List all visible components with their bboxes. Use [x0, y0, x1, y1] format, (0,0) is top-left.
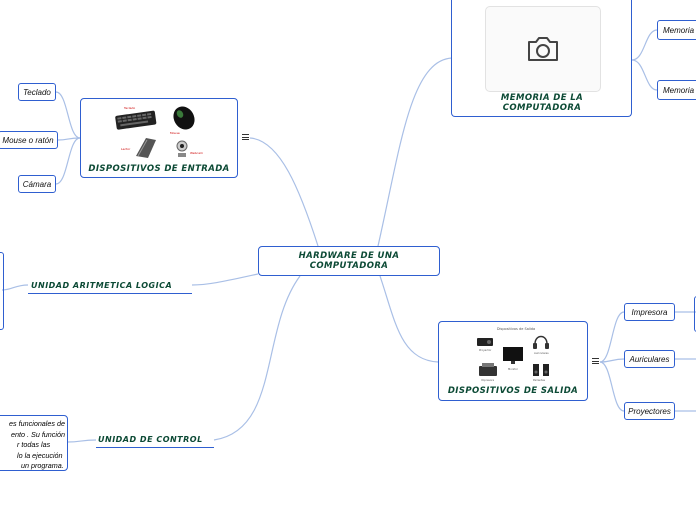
control-note-line-5: un programa.: [21, 461, 64, 470]
control-note-line-2: ento . Su función: [11, 429, 65, 439]
output-devices-image: Dispositivos de Salida Proyector Auricul…: [477, 327, 549, 382]
svg-text:Webcam: Webcam: [190, 151, 203, 155]
entrada-node[interactable]: Teclado Mouse Lector Webcam DISPOSITIVOS…: [80, 98, 238, 178]
entrada-menu-icon[interactable]: [242, 134, 249, 140]
entrada-child-teclado[interactable]: Teclado: [18, 83, 56, 101]
central-node-label: HARDWARE DE UNA COMPUTADORA: [298, 251, 400, 271]
alu-collapsed-box: [0, 252, 4, 330]
control-note-line-1: es funcionales de: [9, 419, 65, 428]
svg-text:Proyector: Proyector: [479, 348, 492, 352]
memoria-child-secundaria[interactable]: Memoria S: [657, 80, 696, 100]
entrada-child-camara[interactable]: Cámara: [18, 175, 56, 193]
control-note-line-3: r todas las: [17, 440, 51, 449]
salida-menu-icon[interactable]: [592, 358, 599, 364]
control-title[interactable]: UNIDAD DE CONTROL: [98, 435, 203, 444]
salida-child-auriculares-label: Auriculares: [629, 354, 670, 364]
entrada-child-mouse[interactable]: Mouse o ratón: [0, 131, 58, 149]
svg-text:Auriculares: Auriculares: [534, 351, 549, 355]
svg-text:Teclado: Teclado: [123, 106, 135, 110]
svg-text:Impresora: Impresora: [481, 378, 495, 382]
control-note[interactable]: es funcionales de ento . Su función r to…: [0, 415, 68, 471]
salida-child-impresora[interactable]: Impresora: [624, 303, 675, 321]
salida-title: DISPOSITIVOS DE SALIDA: [447, 386, 579, 396]
control-underline: [96, 447, 214, 449]
svg-text:Mouse: Mouse: [170, 131, 180, 135]
salida-child-proyectores[interactable]: Proyectores: [624, 402, 675, 420]
entrada-title: DISPOSITIVOS DE ENTRADA: [88, 164, 230, 174]
entrada-child-camara-label: Cámara: [22, 179, 52, 189]
control-note-line-4: lo la ejecución: [17, 450, 63, 460]
central-node[interactable]: HARDWARE DE UNA COMPUTADORA: [258, 246, 440, 276]
input-devices-image: Teclado Mouse Lector Webcam: [115, 106, 203, 158]
salida-child-auriculares[interactable]: Auriculares: [624, 350, 675, 368]
svg-text:Parlantes: Parlantes: [533, 378, 546, 382]
salida-image-caption: Dispositivos de Salida: [497, 327, 535, 331]
salida-child-proyectores-label: Proyectores: [628, 406, 671, 416]
salida-child-impresora-label: Impresora: [631, 307, 668, 317]
svg-text:Monitor: Monitor: [508, 367, 519, 371]
svg-text:Lector: Lector: [121, 147, 131, 151]
entrada-child-teclado-label: Teclado: [23, 87, 51, 97]
memoria-child-secundaria-label: Memoria S: [663, 85, 696, 95]
alu-underline: [28, 293, 192, 295]
memoria-child-principal[interactable]: Memoria P: [657, 20, 696, 40]
memoria-title: MEMORIA DE LA COMPUTADORA: [500, 93, 584, 113]
camera-icon: [528, 37, 558, 61]
alu-title[interactable]: UNIDAD ARITMETICA LOGICA: [31, 281, 173, 290]
salida-node[interactable]: Dispositivos de Salida Proyector Auricul…: [438, 321, 588, 401]
memoria-node[interactable]: MEMORIA DE LA COMPUTADORA: [451, 0, 632, 117]
impresora-collapsed-box: [694, 296, 696, 332]
memoria-child-principal-label: Memoria P: [663, 25, 696, 35]
image-placeholder: [485, 6, 601, 92]
entrada-child-mouse-label: Mouse o ratón: [2, 135, 54, 145]
